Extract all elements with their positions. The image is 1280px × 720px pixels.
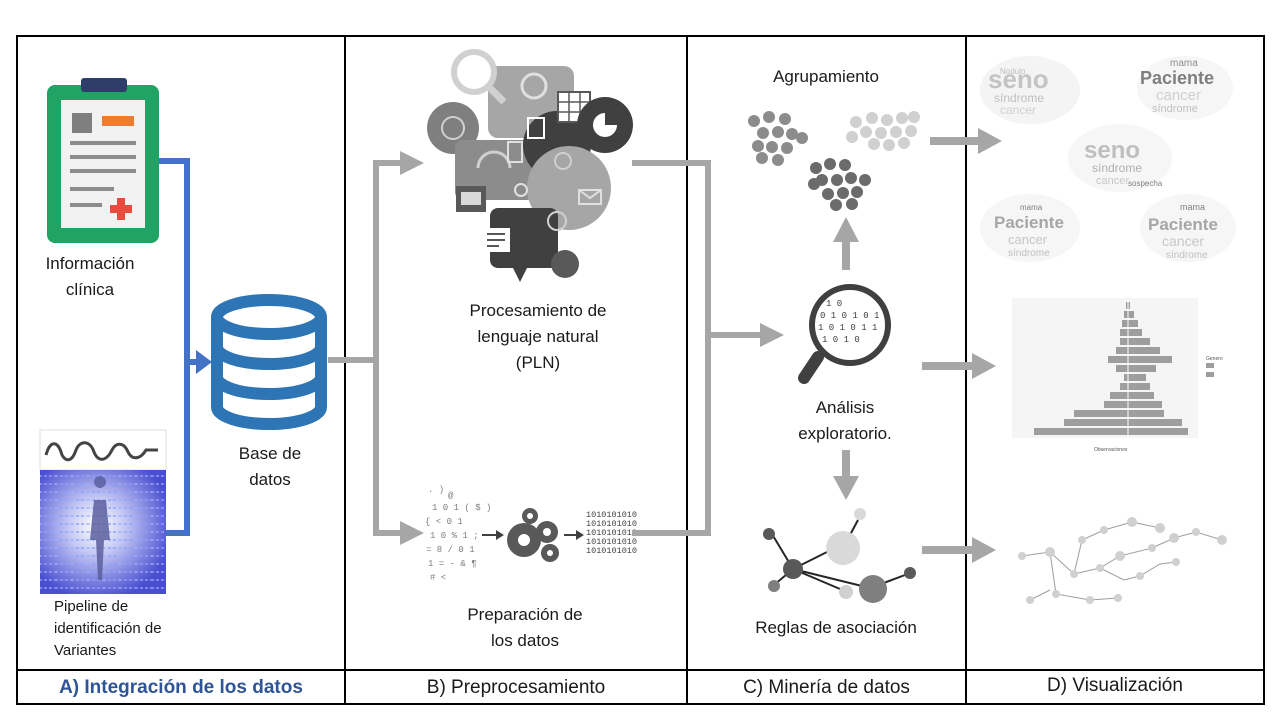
footer-d-label: D) Visualización <box>1047 675 1183 696</box>
nlp-icon-cluster <box>427 49 633 282</box>
svg-text:1010101010: 1010101010 <box>586 528 637 538</box>
database-label-line1: Base de <box>238 444 302 463</box>
gears-icon <box>507 508 559 562</box>
prep-label: Preparación de los datos <box>440 602 610 654</box>
exploratory-label-line2: exploratorio. <box>798 424 892 443</box>
wordcloud-4: mama Paciente cancer síndrome <box>980 194 1080 262</box>
association-label: Reglas de asociación <box>755 618 917 637</box>
svg-text:Paciente: Paciente <box>1148 215 1218 234</box>
exploratory-label: Análisis exploratorio. <box>770 395 920 447</box>
svg-text:Paciente: Paciente <box>994 213 1064 232</box>
wordcloud-5: mama Paciente cancer síndrome <box>1140 194 1236 262</box>
prep-label-line2: los datos <box>490 631 560 650</box>
clinical-info-label-line1: Información <box>45 254 135 273</box>
svg-text:cancer: cancer <box>1096 175 1129 187</box>
svg-text:Paciente: Paciente <box>1140 68 1214 88</box>
svg-text:1010101010: 1010101010 <box>586 519 637 529</box>
svg-text:cancer: cancer <box>1156 87 1201 104</box>
clustering-dots <box>748 111 920 211</box>
svg-text:@: @ <box>448 491 454 501</box>
wordcloud-3: seno síndrome cancer sospecha <box>1068 124 1172 192</box>
clustering-label: Agrupamiento <box>773 67 879 86</box>
svg-text:1 0 % 1 ;: 1 0 % 1 ; <box>430 531 479 541</box>
svg-text:cancer: cancer <box>1000 103 1036 117</box>
svg-text:= 8 / 0 1: = 8 / 0 1 <box>426 545 475 555</box>
clinical-info-label: Información clínica <box>40 251 140 303</box>
svg-text:1010101010: 1010101010 <box>586 510 637 520</box>
svg-text:cancer: cancer <box>1162 233 1204 249</box>
grey-connector-bc <box>632 160 762 536</box>
svg-text:1 0 1 ( $ ): 1 0 1 ( $ ) <box>432 503 491 513</box>
nlp-label-line2: lenguaje natural <box>477 327 599 346</box>
svg-text:0 1 0 1 0 1: 0 1 0 1 0 1 <box>820 311 879 321</box>
footer-a-label: A) Integración de los datos <box>59 677 303 698</box>
database-label-line2: datos <box>249 470 291 489</box>
footer-b-label: B) Preprocesamiento <box>426 677 606 698</box>
svg-text:. ): . ) <box>428 485 444 495</box>
svg-text:seno: seno <box>1084 137 1140 164</box>
binary-block: 1010101010 1010101010 1010101010 1010101… <box>586 510 637 556</box>
wordcloud-1: Nodulo seno síndrome cancer <box>980 56 1080 124</box>
svg-text:síndrome: síndrome <box>1008 248 1050 259</box>
svg-text:síndrome: síndrome <box>994 91 1044 105</box>
svg-text:1 = - & ¶: 1 = - & ¶ <box>428 559 477 569</box>
prep-label-line1: Preparación de <box>467 605 583 624</box>
svg-text:síndrome: síndrome <box>1152 103 1198 115</box>
footer-divider <box>16 669 1265 671</box>
blue-arrowhead <box>196 350 212 374</box>
svg-text:síndrome: síndrome <box>1092 161 1142 175</box>
svg-text:cancer: cancer <box>1008 232 1048 247</box>
exploratory-label-line1: Análisis <box>815 398 875 417</box>
network-nodes <box>1018 517 1227 604</box>
pyramid-chart: Observaciones Genero <box>1012 298 1223 453</box>
symbols-scatter: . ) @ 1 0 1 ( $ ) { < 0 1 1 0 % 1 ; = 8 /… <box>425 485 491 583</box>
svg-text:Genero: Genero <box>1206 356 1223 362</box>
nlp-label-line1: Procesamiento de <box>469 301 607 320</box>
pipeline-label: Pipeline de identificación de Variantes <box>54 596 204 662</box>
nlp-label: Procesamiento de lenguaje natural (PLN) <box>440 298 636 376</box>
svg-text:Nodulo: Nodulo <box>1000 67 1026 76</box>
network-graph <box>1021 521 1223 601</box>
svg-text:mama: mama <box>1170 58 1198 69</box>
magnifier-icon: 1 0 0 1 0 1 0 1 1 0 1 0 1 1 1 0 1 0 <box>798 284 891 384</box>
svg-text:# <: # < <box>430 573 446 583</box>
svg-text:{ < 0 1: { < 0 1 <box>425 517 463 527</box>
nlp-label-line3: (PLN) <box>515 353 561 372</box>
svg-text:síndrome: síndrome <box>1166 250 1208 261</box>
svg-text:sospecha: sospecha <box>1128 179 1163 188</box>
pipeline-label-line3: Variantes <box>54 642 117 659</box>
variant-pipeline-image <box>39 429 167 594</box>
clipboard-icon <box>47 78 159 243</box>
pipeline-label-line2: identificación de <box>54 620 162 637</box>
grey-connector-ab <box>328 160 402 536</box>
database-icon <box>211 294 327 430</box>
pipeline-label-line1: Pipeline de <box>54 598 129 615</box>
grey-arrows-cd <box>922 128 1002 563</box>
association-graph <box>763 508 916 603</box>
svg-text:seno: seno <box>988 64 1049 94</box>
svg-text:Observaciones: Observaciones <box>1094 447 1128 453</box>
svg-text:mama: mama <box>1020 203 1043 212</box>
grey-arrows-c <box>833 217 859 500</box>
svg-text:1 0 1 0: 1 0 1 0 <box>822 335 860 345</box>
database-label: Base de datos <box>220 441 320 493</box>
svg-text:1 0: 1 0 <box>826 299 842 309</box>
clinical-info-label-line2: clínica <box>65 280 115 299</box>
wordcloud-2: mama Paciente cancer síndrome <box>1137 56 1233 120</box>
svg-text:1 0 1 0 1 1: 1 0 1 0 1 1 <box>818 323 877 333</box>
svg-text:1010101010: 1010101010 <box>586 537 637 547</box>
svg-text:1010101010: 1010101010 <box>586 546 637 556</box>
footer-c-label: C) Minería de datos <box>743 677 910 698</box>
svg-text:mama: mama <box>1180 202 1205 212</box>
